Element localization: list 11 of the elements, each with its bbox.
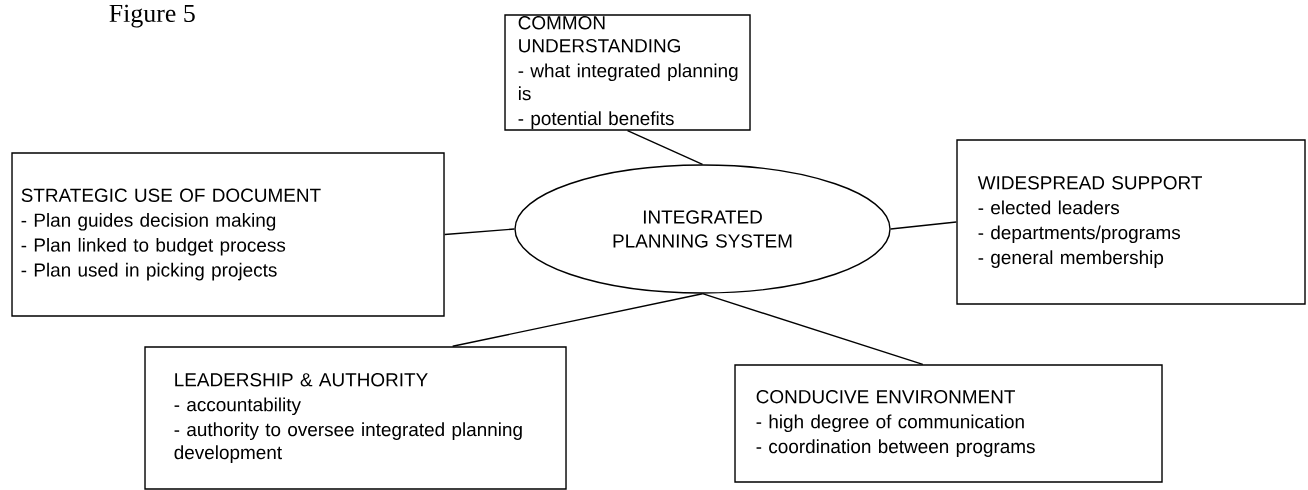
figure-title: Figure 5 <box>109 4 195 28</box>
connector-line <box>890 221 957 230</box>
connector-line <box>444 228 515 236</box>
topic-box: CONDUCIVE ENVIRONMENT - high degree of communication - coordination between programs <box>734 364 1163 483</box>
topic-box: STRATEGIC USE OF DOCUMENT - Plan guides decision making - Plan linked to budget process - Plan used in picking projects <box>11 152 445 317</box>
topic-box: LEADERSHIP & AUTHORITY - accountability - authority to oversee integrated planning development <box>144 346 567 490</box>
connector-line <box>451 293 704 347</box>
connector-line <box>701 293 924 365</box>
connector-line <box>626 130 704 165</box>
topic-box: WIDESPREAD SUPPORT - elected leaders - departments/programs - general membership <box>956 139 1306 305</box>
topic-box: COMMON UNDERSTANDING - what integrated planning is - potential benefits <box>504 14 751 131</box>
